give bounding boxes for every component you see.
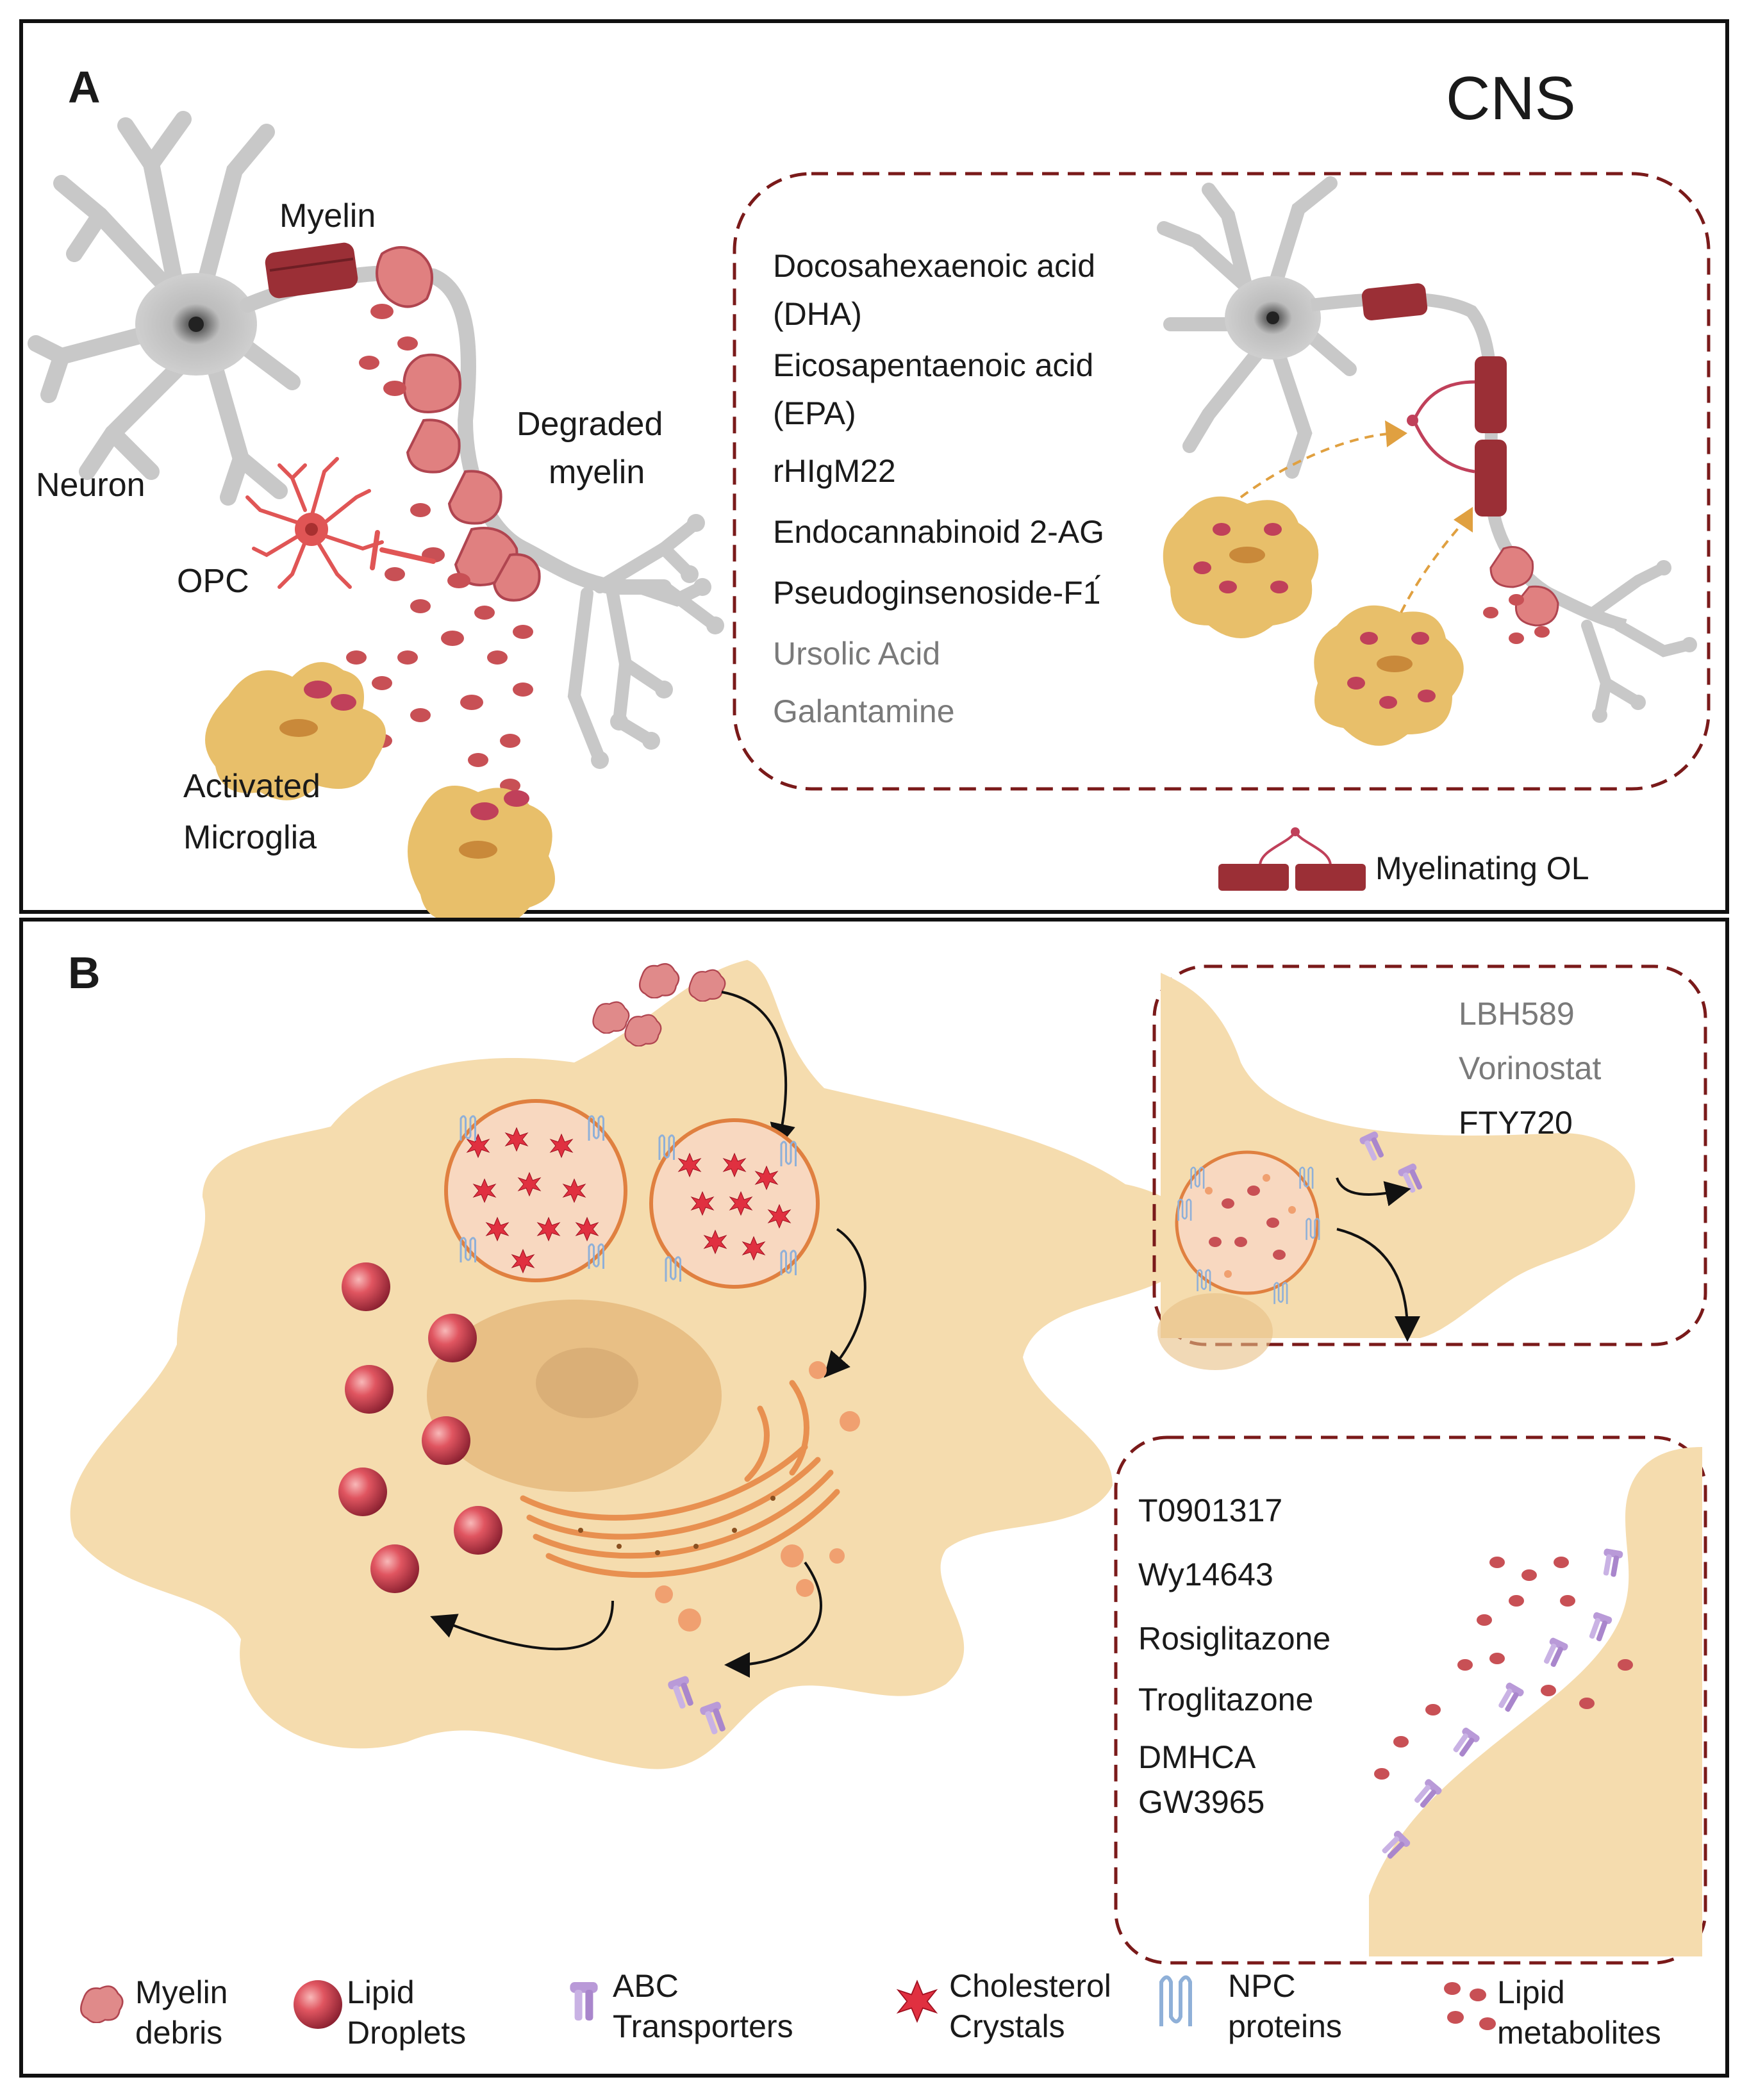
activated-microglia-label-1: Activated (183, 768, 320, 805)
drug-t0901317: T0901317 (1138, 1492, 1283, 1528)
drug-wy14643: Wy14643 (1138, 1557, 1273, 1592)
drug-gw3965: GW3965 (1138, 1784, 1265, 1820)
drug-box-a (733, 172, 1711, 791)
drug-box-b2 (1114, 1435, 1707, 1965)
drug-box-b1 (1152, 964, 1707, 1346)
myelin-debris-dots (333, 304, 533, 793)
panel-a-illustration (28, 111, 1711, 928)
drug-rosiglitazone: Rosiglitazone (1138, 1621, 1331, 1657)
golgi-er (520, 1380, 840, 1578)
drug-dmhca: DMHCA (1138, 1739, 1256, 1775)
activated-microglia-label-2: Microglia (183, 819, 317, 856)
drug-ursolic-acid: Ursolic Acid (773, 636, 941, 672)
panel-a: A CNS Myelin Neuron Degraded myelin OPC … (19, 19, 1729, 928)
myelin-sheath (265, 242, 358, 299)
degraded-myelin-label-2: myelin (549, 454, 645, 491)
myelinating-ol-icon (1218, 827, 1366, 891)
drug-vorinostat: Vorinostat (1459, 1050, 1602, 1086)
degraded-myelin (376, 246, 541, 602)
drug-2ag: Endocannabinoid 2-AG (773, 514, 1105, 550)
inhibition-arrow (370, 530, 436, 570)
drug-dha-2: (DHA) (773, 296, 862, 332)
cell-process-b2 (1369, 1447, 1702, 1956)
lysosome-1 (444, 1099, 627, 1282)
drug-epa-1: Eicosapentaenoic acid (773, 347, 1094, 383)
degraded-myelin-label-1: Degraded (517, 406, 663, 443)
panel-b-illustration (70, 960, 1707, 2030)
cns-title: CNS (1446, 64, 1576, 133)
myelinating-ol-label: Myelinating OL (1375, 850, 1589, 886)
neuron-left (28, 111, 724, 769)
drug-epa-2: (EPA) (773, 395, 856, 431)
drug-pseudoginsenoside: Pseudoginsenoside-F1́ (773, 575, 1101, 611)
drug-dha-1: Docosahexaenoic acid (773, 248, 1096, 284)
neuron-label: Neuron (36, 467, 145, 504)
panel-b-letter: B (68, 948, 101, 998)
lysosome-2 (649, 1118, 820, 1289)
opc-label: OPC (177, 563, 249, 600)
drug-lbh589: LBH589 (1459, 996, 1575, 1032)
myelin-label: Myelin (279, 197, 376, 235)
drug-rhigm22: rHIgM22 (773, 453, 896, 489)
lysosome-b1 (1175, 1150, 1320, 1305)
activated-microglia (205, 662, 555, 928)
panel-b: B LBH589 Vorinostat FTY720 T0901317 Wy14… (19, 918, 1729, 2078)
opc-cell (245, 457, 384, 589)
drug-fty720: FTY720 (1459, 1105, 1573, 1141)
panel-a-letter: A (68, 62, 101, 112)
lipid-droplets (338, 1262, 502, 1593)
legend-icons (79, 1978, 1496, 2030)
lipid-metabolites-b2 (1374, 1557, 1633, 1780)
neuron-right (1157, 176, 1697, 746)
drug-troglitazone: Troglitazone (1138, 1682, 1314, 1717)
drug-galantamine: Galantamine (773, 693, 955, 729)
